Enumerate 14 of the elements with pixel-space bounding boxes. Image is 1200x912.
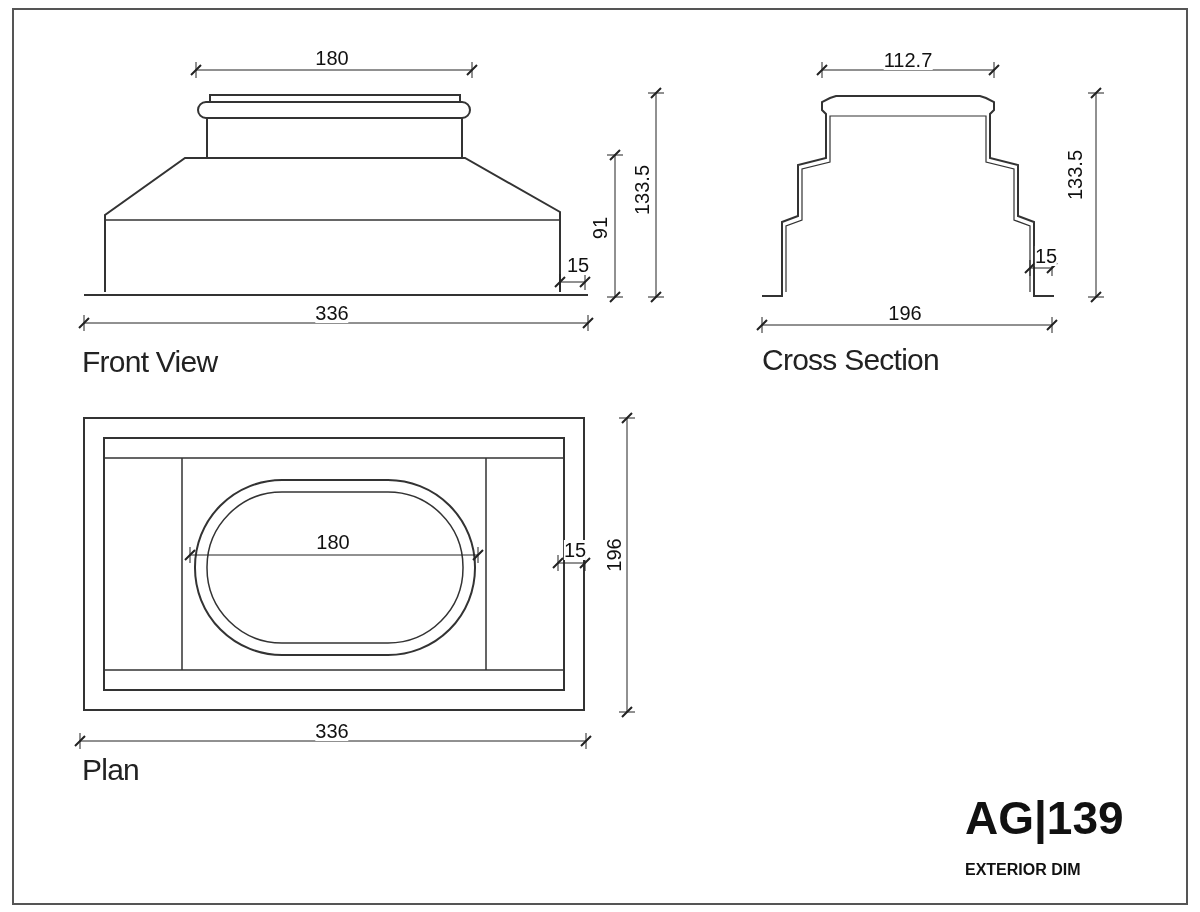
dimension-label: 133.5 <box>1065 149 1085 201</box>
drawing-note: EXTERIOR DIM <box>965 862 1081 878</box>
dimension-label: 91 <box>590 216 610 240</box>
dimension-label: 196 <box>888 303 922 323</box>
dimension-label: 180 <box>316 532 350 552</box>
dimension-label: 133.5 <box>632 164 652 216</box>
dimension-label: 180 <box>315 48 349 68</box>
dimension-label: 336 <box>315 721 349 741</box>
dimension-label: 15 <box>563 540 587 560</box>
dimension-label: 336 <box>315 303 349 323</box>
dimension-label: 112.7 <box>883 50 933 70</box>
dimension-label: 15 <box>566 255 590 275</box>
dimension-label: 196 <box>604 538 624 572</box>
dimension-label: 15 <box>1034 246 1058 266</box>
